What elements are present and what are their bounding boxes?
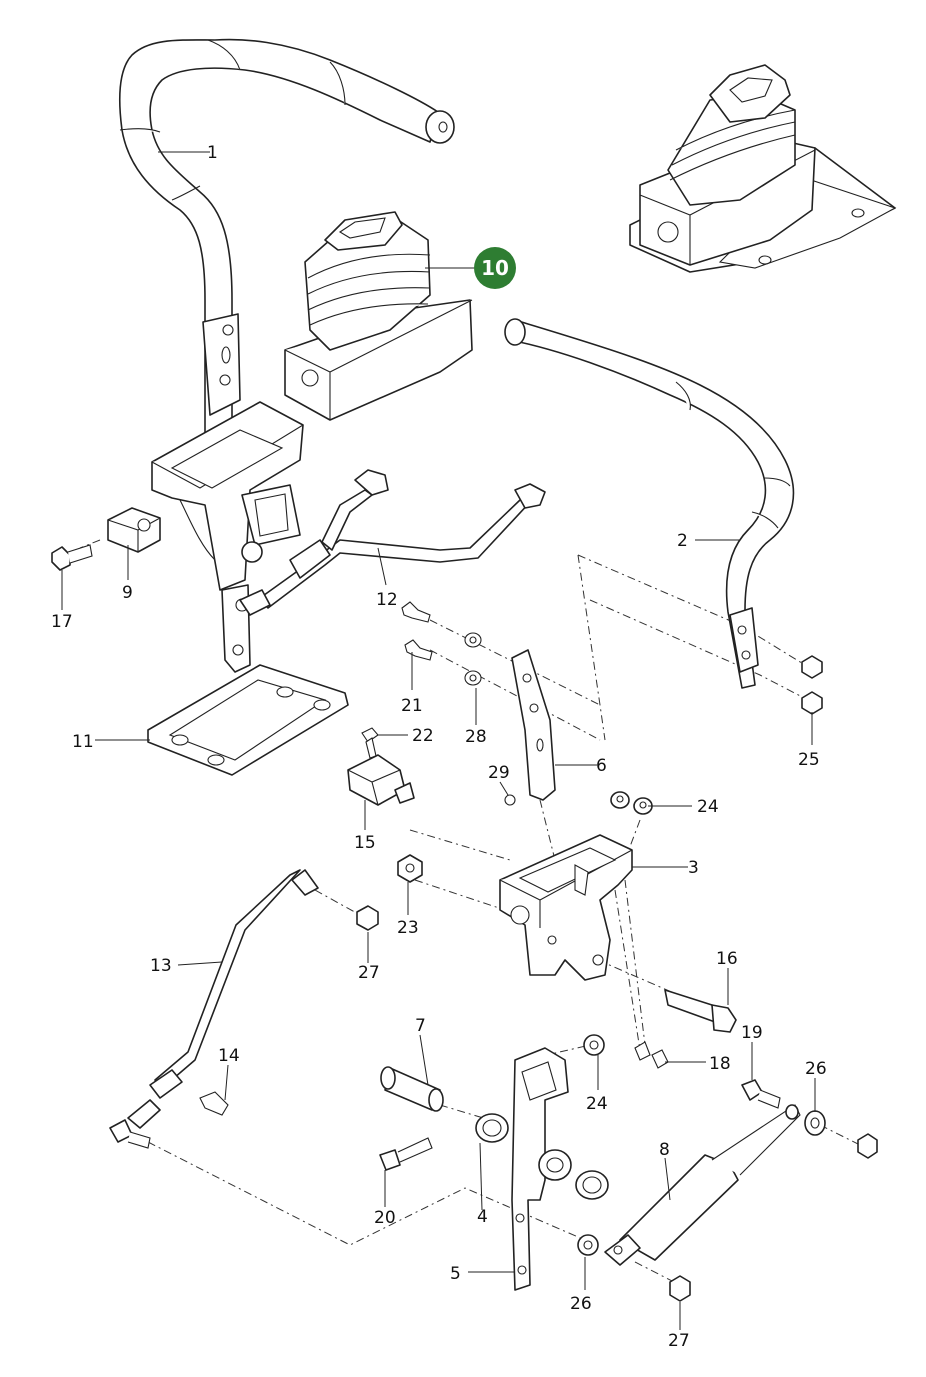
callout-24-lower: 24 (586, 1094, 608, 1114)
callout-23: 23 (397, 918, 419, 938)
part-27-nut-upper (356, 905, 379, 931)
part-18-screws (634, 1041, 669, 1069)
part-1-left-lever (118, 38, 455, 673)
callout-5: 5 (450, 1264, 461, 1284)
callout-17: 17 (51, 612, 73, 632)
callout-1: 1 (207, 143, 218, 163)
callout-27-lower: 27 (668, 1331, 690, 1351)
callout-12: 12 (376, 590, 398, 610)
part-7-sleeve (380, 1066, 444, 1112)
part-12-rod (239, 469, 546, 616)
part-26-nut-lower (577, 1234, 599, 1256)
part-10-boot (284, 211, 473, 421)
part-14-clip (199, 1091, 229, 1116)
part-6-strap (511, 649, 556, 801)
callout-6: 6 (596, 756, 607, 776)
part-15-switch (347, 754, 415, 806)
callout-11: 11 (72, 732, 94, 752)
callout-2: 2 (677, 531, 688, 551)
callout-15: 15 (354, 833, 376, 853)
part-24-nuts-top (610, 791, 653, 815)
callout-13: 13 (150, 956, 172, 976)
part-21-bolts (401, 601, 433, 661)
part-25-nuts (801, 655, 823, 715)
part-16-bolt (664, 989, 737, 1033)
leader-lines (61, 151, 816, 1330)
part-29-nut (504, 794, 516, 806)
callout-7: 7 (415, 1016, 426, 1036)
callout-19: 19 (741, 1023, 763, 1043)
part-13-rod (109, 869, 319, 1149)
part-5-lever (511, 1047, 572, 1291)
callout-28: 28 (465, 727, 487, 747)
highlight-badge (474, 247, 516, 289)
callout-22: 22 (412, 726, 434, 746)
part-23-nut (397, 854, 423, 883)
callout-9: 9 (122, 583, 133, 603)
part-22-screw (361, 727, 379, 759)
callout-21: 21 (401, 696, 423, 716)
callout-8: 8 (659, 1140, 670, 1160)
callout-25: 25 (798, 750, 820, 770)
part-4-bushings (475, 1113, 609, 1200)
part-17-bolt (51, 544, 93, 571)
callout-4: 4 (477, 1207, 488, 1227)
part-24-washer-lower (583, 1034, 605, 1056)
part-27-nut-lower (669, 1275, 691, 1302)
callout-14: 14 (218, 1046, 240, 1066)
callout-3: 3 (688, 858, 699, 878)
part-2-right-lever (504, 318, 795, 689)
callout-29: 29 (488, 763, 510, 783)
part-3-bracket (499, 834, 633, 981)
callout-20: 20 (374, 1208, 396, 1228)
callout-27-upper: 27 (358, 963, 380, 983)
callout-26-right: 26 (805, 1059, 827, 1079)
end-nut-right (857, 1133, 878, 1159)
part-9-block (107, 507, 161, 553)
callout-18: 18 (709, 1054, 731, 1074)
callout-labels: 1 2 3 4 5 6 7 8 9 11 12 13 14 15 16 17 1… (51, 143, 827, 1351)
part-8-gas-spring (604, 1104, 801, 1266)
boot-assembly-view (629, 64, 897, 273)
callout-16: 16 (716, 949, 738, 969)
callout-24-top: 24 (697, 797, 719, 817)
highlight-label: 10 (481, 256, 509, 280)
part-19-bolt (741, 1079, 781, 1109)
highlight-callout-10[interactable]: 10 (474, 247, 516, 289)
part-11-plate (147, 664, 349, 776)
part-28-washers (464, 632, 482, 686)
part-20-bolt (379, 1137, 433, 1171)
callout-26-lower: 26 (570, 1294, 592, 1314)
part-26-nut-right (804, 1110, 826, 1136)
